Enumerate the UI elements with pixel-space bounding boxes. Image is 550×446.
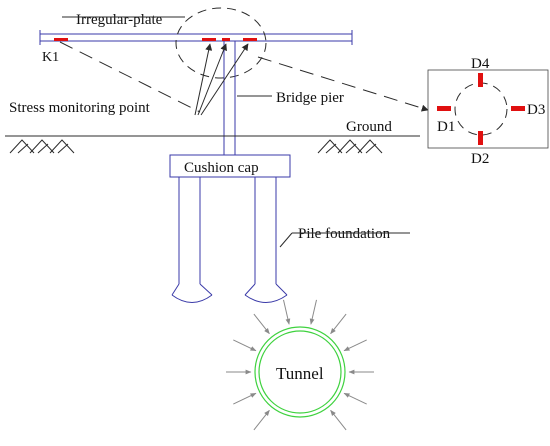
pile-left (171, 177, 213, 303)
pressure-arrow (253, 409, 270, 431)
d4-label: D4 (471, 56, 490, 72)
d2-label: D2 (471, 151, 489, 167)
ground (5, 135, 420, 154)
sensor-point-2 (243, 38, 257, 41)
bridge-pier-label: Bridge pier (276, 90, 344, 106)
ground-label: Ground (346, 119, 392, 135)
sensor-detail-box (427, 69, 549, 149)
pressure-arrow (330, 313, 347, 335)
k1-label: K1 (42, 50, 59, 65)
irregular-plate-label: Irregular-plate (76, 12, 163, 28)
ground-hatch-right (317, 139, 383, 154)
monitoring-zone-ellipse (175, 7, 267, 79)
pressure-arrow (253, 313, 270, 335)
pressure-arrow (330, 409, 347, 431)
d3-label: D3 (527, 102, 545, 118)
sensor-point-3 (222, 38, 230, 41)
sensor-d1 (437, 106, 451, 111)
pressure-arrow (343, 392, 367, 405)
tunnel-pressure-arrows (226, 299, 374, 431)
d1-label: D1 (437, 119, 455, 135)
sensor-d3 (511, 106, 525, 111)
tunnel-label: Tunnel (276, 364, 324, 383)
detail-dashed-line (257, 56, 429, 112)
pile-foundation-leader (279, 232, 293, 248)
cushion-cap (169, 154, 291, 178)
pressure-arrow (283, 299, 291, 325)
k1-dashed-line (59, 41, 201, 113)
sensor-d4 (478, 73, 483, 87)
pile-right (244, 177, 288, 303)
bridge-pier (223, 41, 236, 155)
stress-monitoring-leaders (194, 43, 249, 116)
irregular-plate (39, 30, 353, 45)
tunnel (254, 326, 346, 418)
pressure-arrow (343, 339, 367, 352)
pressure-arrow (309, 299, 317, 325)
sensor-k1 (54, 38, 68, 41)
pressure-arrow (233, 392, 257, 405)
pressure-arrow (233, 339, 257, 352)
sensor-d2 (478, 131, 483, 145)
sensor-point-1 (202, 38, 216, 41)
pile-foundation-label: Pile foundation (298, 226, 391, 242)
ground-hatch-left (9, 139, 75, 154)
stress-monitoring-point-label: Stress monitoring point (9, 100, 151, 116)
cushion-cap-label: Cushion cap (184, 160, 259, 176)
